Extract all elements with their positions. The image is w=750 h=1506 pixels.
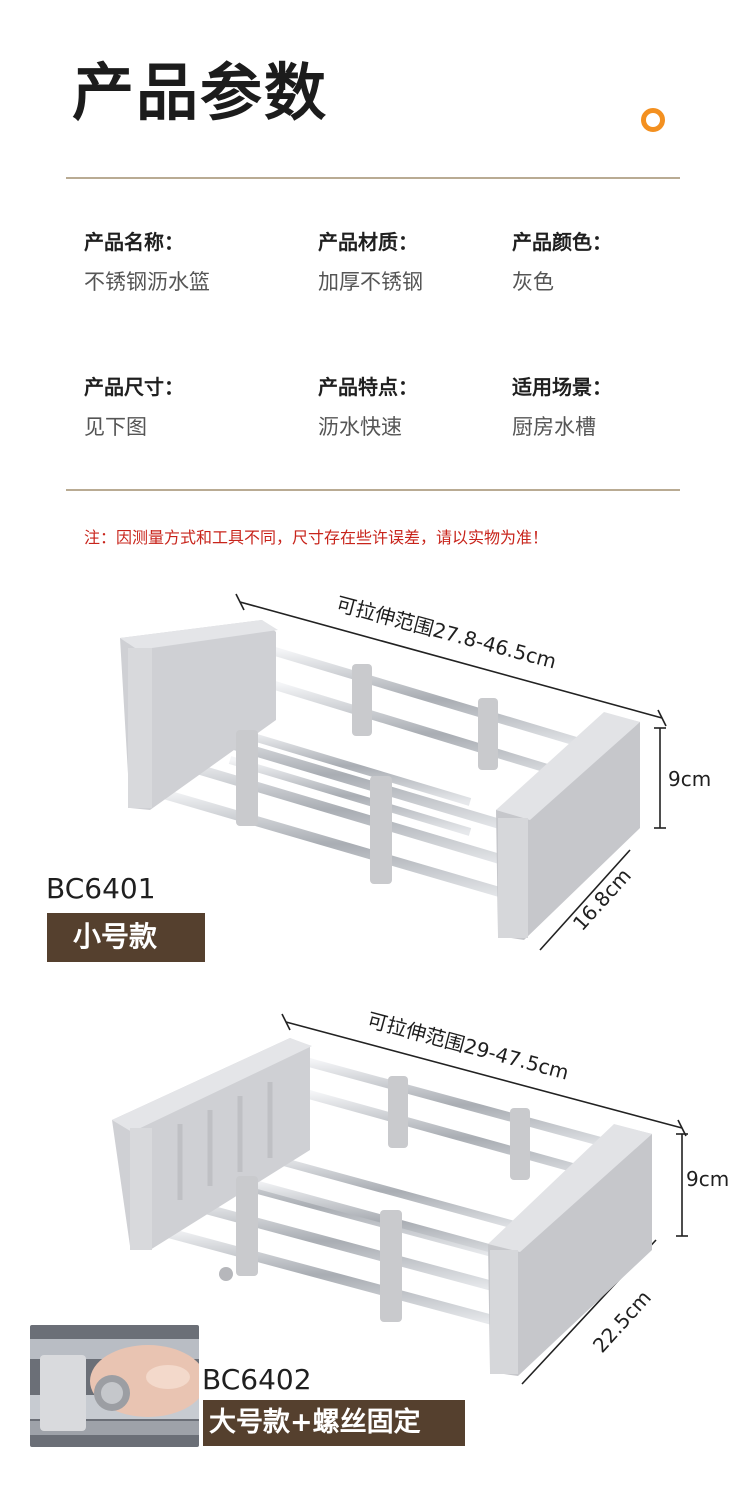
height-dimension: 9cm [654, 727, 711, 829]
measurement-note: 注：因测量方式和工具不同，尺寸存在些许误差，请以实物为准！ [84, 528, 549, 547]
right-end-cap [496, 712, 640, 940]
spec-size: 产品尺寸： 见下图 [84, 377, 184, 438]
model-code: BC6402 [202, 1363, 312, 1396]
spec-usage: 适用场景： 厨房水槽 [512, 377, 612, 438]
left-end-cap [112, 1038, 312, 1250]
page-title: 产品参数 [72, 56, 329, 129]
right-end-cap [488, 1124, 652, 1376]
length-label: 可拉伸范围27.8-46.5cm [334, 592, 559, 674]
slider-clips [236, 664, 498, 884]
large-basket-illustration: 可拉伸范围29-47.5cm 9cm 22.5cm [112, 1008, 729, 1385]
spec-feature: 产品特点： 沥水快速 [318, 377, 418, 438]
slider-clips [219, 1076, 530, 1322]
circle-ring-icon [641, 108, 665, 132]
height-label: 9cm [668, 767, 711, 791]
spec-label: 产品尺寸： [84, 375, 184, 399]
spec-label: 产品特点： [318, 375, 418, 399]
spec-material: 产品材质： 加厚不锈钢 [318, 232, 423, 293]
height-label: 9cm [686, 1167, 729, 1191]
small-basket-illustration: 可拉伸范围27.8-46.5cm 9cm 16.8cm [120, 592, 711, 951]
spec-value: 加厚不锈钢 [318, 270, 423, 294]
screw-detail-photo [30, 1325, 199, 1447]
model-code: BC6401 [46, 872, 156, 905]
spec-label: 产品名称： [84, 230, 184, 254]
spec-value: 沥水快速 [318, 415, 402, 439]
spec-label: 产品颜色： [512, 230, 612, 254]
bottom-divider [66, 489, 680, 491]
spec-value: 灰色 [512, 270, 554, 294]
spec-value: 见下图 [84, 415, 147, 439]
spec-value: 厨房水槽 [512, 415, 596, 439]
height-dimension: 9cm [676, 1133, 729, 1237]
model-badge: 大号款+螺丝固定 [203, 1400, 465, 1446]
length-label: 可拉伸范围29-47.5cm [365, 1008, 572, 1085]
spec-product-name: 产品名称： 不锈钢沥水篮 [84, 232, 210, 293]
model-badge: 小号款 [47, 913, 205, 962]
spec-label: 适用场景： [512, 375, 612, 399]
left-end-cap [120, 620, 278, 810]
top-divider [66, 177, 680, 179]
spec-label: 产品材质： [318, 230, 418, 254]
spec-value: 不锈钢沥水篮 [84, 270, 210, 294]
spec-color: 产品颜色： 灰色 [512, 232, 612, 293]
